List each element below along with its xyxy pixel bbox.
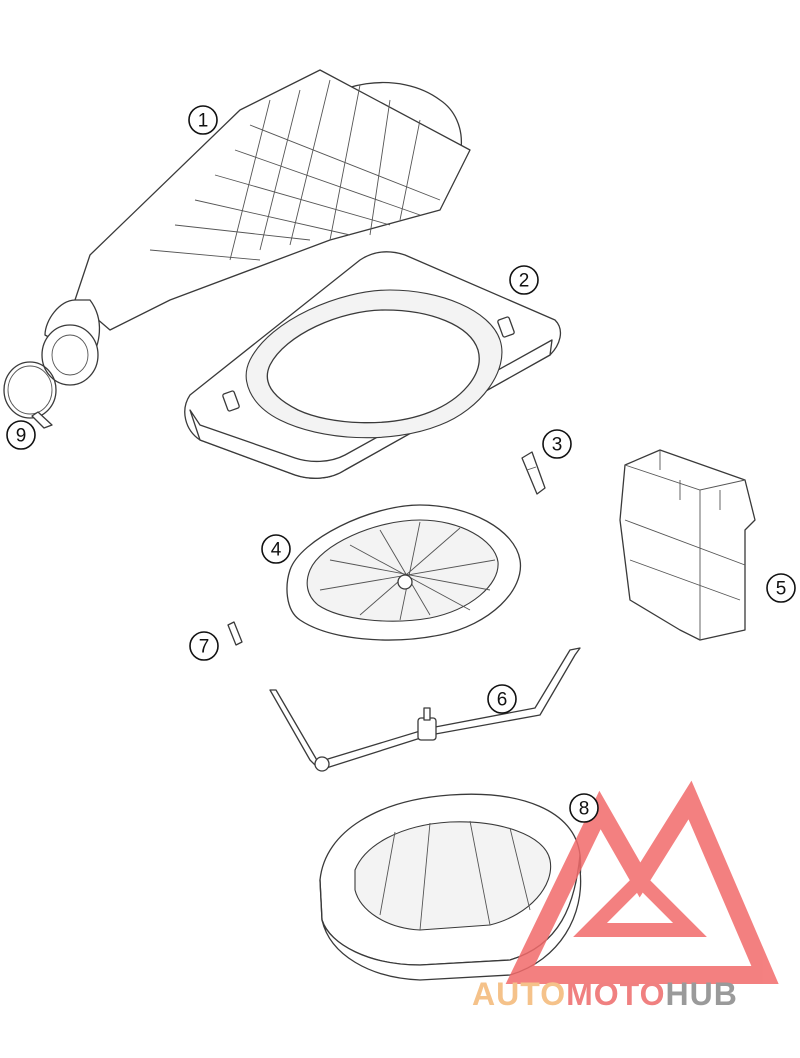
callout-8: 8 — [569, 793, 599, 823]
part-3-clip — [521, 451, 546, 495]
callout-3: 3 — [542, 429, 572, 459]
callout-3-label: 3 — [552, 435, 563, 456]
part-4-filter-cage — [286, 504, 522, 641]
svg-text:AUTOMOTOHUB: AUTOMOTOHUB — [472, 976, 738, 1012]
callout-9: 9 — [6, 420, 36, 450]
callout-9-label: 9 — [16, 426, 27, 447]
callout-8-label: 8 — [579, 799, 590, 820]
part-6-linkage-rod — [269, 647, 581, 772]
callout-2-label: 2 — [519, 271, 530, 292]
callout-4: 4 — [261, 534, 291, 564]
watermark-auto: AUTO — [472, 976, 566, 1012]
callout-1: 1 — [188, 105, 218, 135]
callout-6: 6 — [487, 684, 517, 714]
part-7-pin — [227, 621, 243, 646]
part-9-hose-clamp — [3, 361, 57, 429]
callout-5-label: 5 — [776, 579, 787, 600]
watermark-hub: HUB — [665, 976, 737, 1012]
callout-1-label: 1 — [198, 111, 209, 132]
callout-7-label: 7 — [199, 637, 210, 658]
callout-2: 2 — [509, 265, 539, 295]
part-2-airbox-lid — [184, 251, 562, 479]
callout-7: 7 — [189, 631, 219, 661]
part-1-intake-boot — [41, 69, 471, 386]
callout-6-label: 6 — [497, 690, 508, 711]
watermark-moto: MOTO — [566, 976, 665, 1012]
callout-4-label: 4 — [271, 540, 282, 561]
watermark-logo — [505, 780, 779, 984]
watermark-wordmark: AUTOMOTOHUB — [472, 976, 738, 1012]
part-8-air-filter — [319, 793, 582, 981]
part-5-air-duct — [619, 449, 756, 641]
callout-5: 5 — [766, 573, 796, 603]
